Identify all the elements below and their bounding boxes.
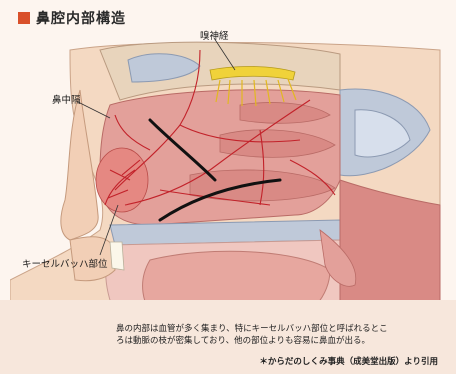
title-row: 鼻腔内部構造 (18, 8, 126, 28)
caption-text: 鼻の内部は血管が多く集まり、特にキーセルバッハ部位と呼ばれるところは動脈の枝が密… (116, 323, 396, 347)
label-olfactory-nerve: 嗅神経 (200, 28, 229, 42)
title-marker-icon (18, 12, 30, 24)
label-nasal-septum: 鼻中隔 (52, 92, 81, 106)
incisor (110, 242, 124, 270)
source-credit: ＊からだのしくみ事典（成美堂出版）より引用 (259, 355, 438, 367)
nasal-cavity-diagram (10, 30, 450, 330)
label-kiesselbach: キーセルバッハ部位 (22, 256, 108, 270)
page-title: 鼻腔内部構造 (36, 8, 126, 28)
